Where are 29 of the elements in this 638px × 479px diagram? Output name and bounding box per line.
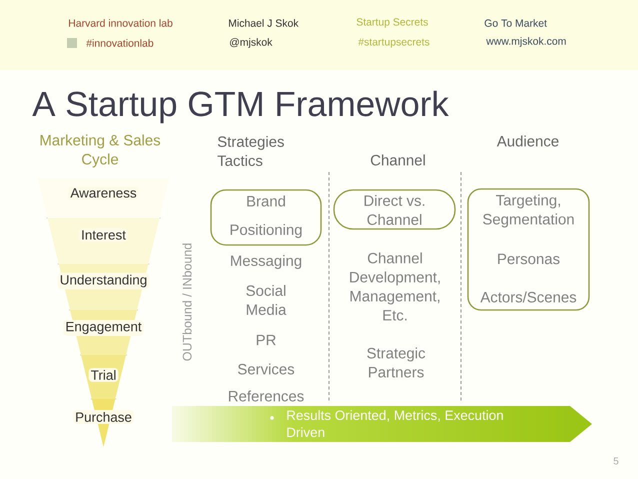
header-text: Startup Secrets xyxy=(356,18,428,28)
header-text: Michael J Skok xyxy=(229,19,299,27)
column-heading: Audience xyxy=(496,136,558,146)
tactic-text: PR xyxy=(256,334,276,346)
header-text: Go To Market xyxy=(484,19,547,27)
funnel-band: Interest xyxy=(47,218,160,264)
column-heading: Channel xyxy=(370,154,425,166)
rotated-label: OUTbound / INbound xyxy=(182,244,192,361)
banner-text: Results Oriented, Metrics, Execution Driven xyxy=(287,410,503,438)
channel-text: Strategic Partners xyxy=(367,347,426,378)
header-text: Harvard innovation lab xyxy=(69,19,172,27)
column-heading: Strategies Tactics xyxy=(218,136,284,166)
rounded-box: Targeting, Segmentation Personas Actors/Scenes xyxy=(467,188,590,311)
tactic-text: Social Media xyxy=(246,284,286,315)
page-number: 5 xyxy=(614,458,618,464)
rounded-box: Direct vs. Channel xyxy=(333,189,456,230)
funnel-band: Engagement xyxy=(63,310,144,355)
header-text: #innovationlab xyxy=(86,39,154,47)
channel-text: Channel Development, Management, Etc. xyxy=(350,252,440,320)
slide-title: A Startup GTM Framework xyxy=(32,90,449,124)
funnel-band: Purchase xyxy=(73,398,134,447)
header-text: #startupsecrets xyxy=(358,38,430,48)
tactic-text: Messaging xyxy=(231,255,302,269)
header-text: www.mjskok.com xyxy=(486,37,566,47)
header-text: @mjskok xyxy=(230,38,272,48)
funnel-band: Understanding xyxy=(58,264,150,310)
rounded-box: Brand Positioning xyxy=(210,189,322,246)
funnel-band: Trial xyxy=(81,354,126,399)
tactic-text: Services xyxy=(238,364,294,374)
